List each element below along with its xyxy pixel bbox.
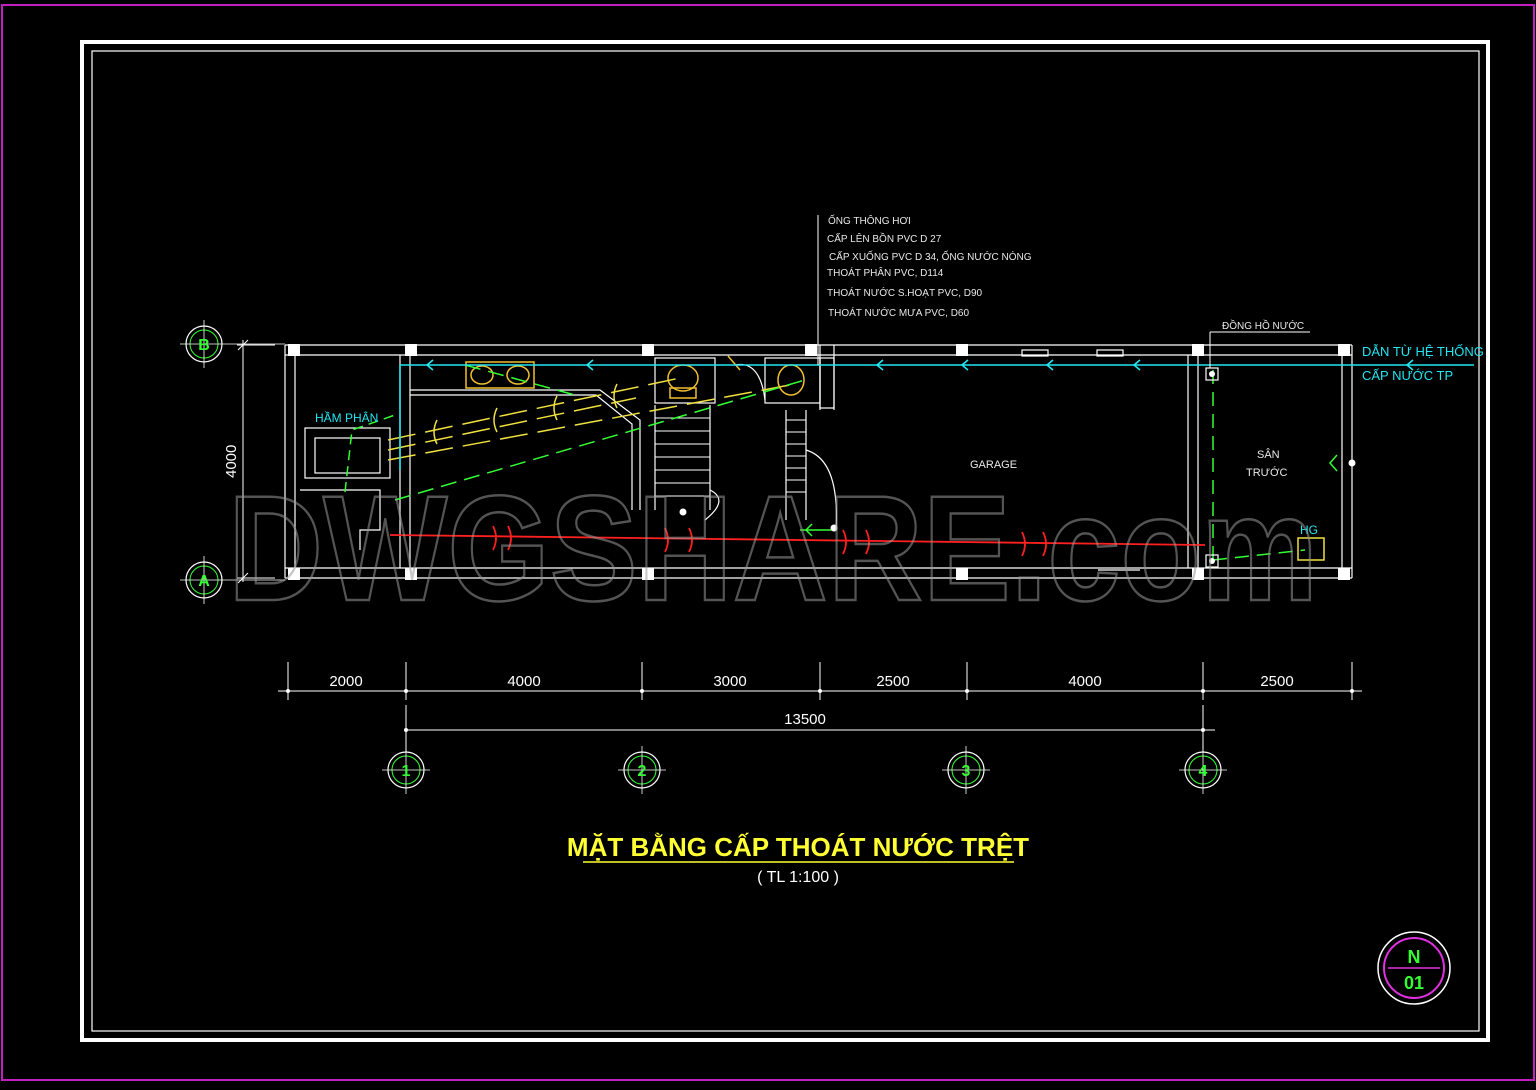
dim-3: 3000 [713,673,746,690]
label-hg: HG [1300,523,1318,537]
sheet-code-top: N [1408,947,1421,967]
sewage-pipes [387,377,791,461]
grid-axis-3: 3 [942,746,990,794]
kitchen-sink [465,361,535,389]
note-supply-down: CẤP XUỐNG PVC D 34, ỐNG NƯỚC NÓNG [829,249,1032,263]
note-waste: THOÁT NƯỚC S.HOẠT PVC, D90 [827,286,983,299]
grid-label-b: B [198,337,210,354]
grid-label-2: 2 [638,763,647,780]
water-meter-box-2 [1205,554,1219,568]
grid-axis-b: B [180,320,285,368]
sheet-number-badge: N 01 [1377,931,1451,1005]
sheet-code-bottom: 01 [1404,973,1424,993]
grid-axis-4: 4 [1179,746,1227,794]
note-supply-up: CẤP LÊN BỒN PVC D 27 [827,232,942,245]
label-dan-tu-1: DẪN TỪ HỆ THỐNG [1362,344,1484,359]
vertical-dimension [237,339,275,584]
dim-5: 4000 [1068,673,1101,690]
grid-label-a: A [198,573,210,590]
sheet-edge [1,4,1535,1081]
sanitary-fixtures [465,355,805,399]
label-dong-ho-nuoc: ĐỒNG HỒ NƯỚC [1222,319,1304,332]
dimension-chain [278,662,1362,752]
water-supply-pipes [399,359,1474,470]
vent-pipes [344,364,1338,561]
drawing-scale: ( TL 1:100 ) [757,869,839,886]
grid-label-3: 3 [962,763,971,780]
inner-border [91,50,1480,1032]
drawing-title: MẶT BẰNG CẤP THOÁT NƯỚC TRỆT [567,832,1029,862]
dim-4: 2500 [876,673,909,690]
structural-columns [288,344,1350,580]
label-garage: GARAGE [970,459,1017,471]
dimension-ticks [286,689,1354,732]
drain-pipe [389,525,1206,557]
toilet-1 [667,364,699,392]
label-ham-phan: HẦM PHÂN [315,410,378,425]
toilet-2 [777,364,805,396]
dim-vertical: 4000 [223,445,240,478]
outer-border [80,40,1490,1042]
dim-total: 13500 [784,711,826,728]
note-rain: THOÁT NƯỚC MƯA PVC, D60 [828,306,969,319]
dim-2: 4000 [507,673,540,690]
grid-axis-a: A [180,556,285,604]
label-truoc: TRƯỚC [1246,466,1287,479]
dim-1: 2000 [329,673,362,690]
hg-box [1297,537,1325,561]
dim-6: 2500 [1260,673,1293,690]
grid-label-4: 4 [1199,763,1208,780]
label-san: SÂN [1257,448,1280,461]
watermark: DWGSHARE.com [228,464,1318,632]
note-vent: ỐNG THÔNG HƠI [828,213,911,227]
water-meter-box [1205,367,1219,381]
note-sewage: THOÁT PHÂN PVC, D114 [827,266,944,279]
grid-axis-1: 1 [382,746,430,794]
label-dan-tu-2: CẤP NƯỚC TP [1362,368,1453,383]
grid-axis-2: 2 [618,746,666,794]
grid-label-1: 1 [402,763,411,780]
